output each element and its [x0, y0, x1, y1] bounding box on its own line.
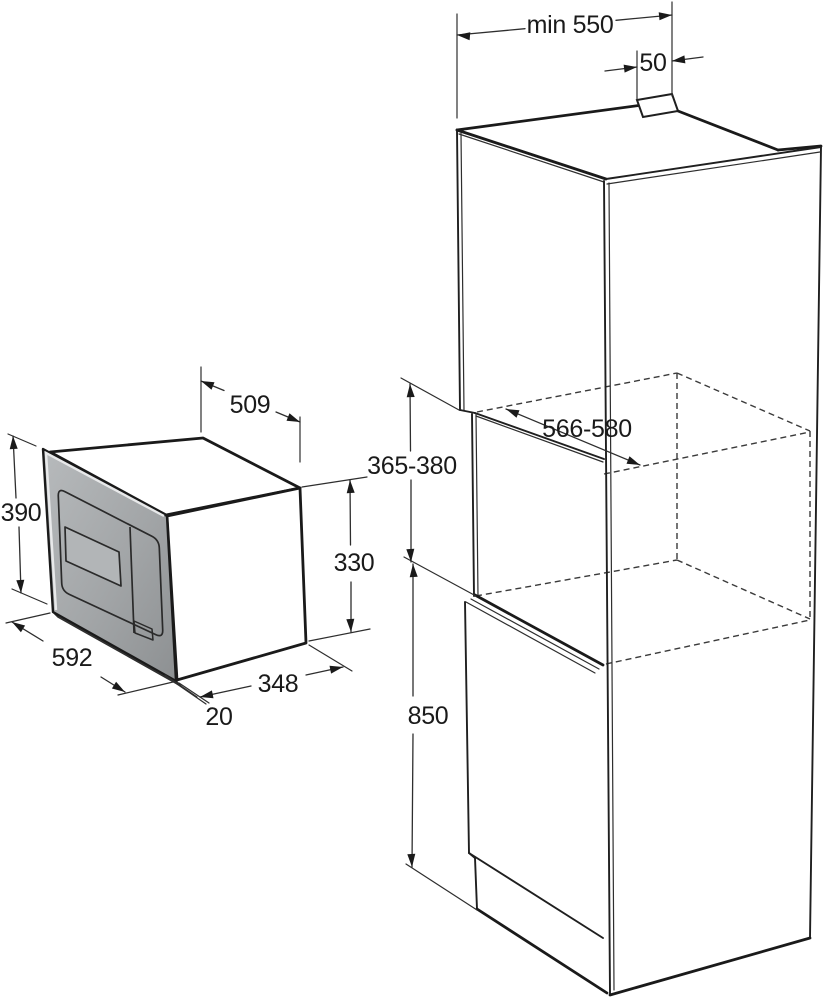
dim-label-body-depth: 348: [258, 670, 299, 698]
dimension-850: 850: [405, 563, 478, 911]
dim-label-frame-height: 390: [1, 499, 42, 527]
dim-label-niche-floor-height: 850: [408, 702, 449, 730]
dimension-50: 50: [604, 49, 704, 100]
dim-label-back-clearance: 50: [639, 49, 666, 77]
door-chamfer-highlight: [44, 450, 165, 611]
niche-shelf-front-edge: [473, 593, 605, 667]
dim-label-body-height: 330: [334, 549, 375, 577]
door-inner-frame: [57, 489, 164, 637]
lower-door-bottom-edge: [468, 852, 604, 939]
cabinet-top-left-edge: [455, 99, 674, 132]
niche-top-step: [459, 409, 476, 414]
dim-label-min-depth: min 550: [527, 11, 614, 39]
dimension-365-380: 365-380: [367, 377, 477, 597]
niche-top-front-edge: [474, 412, 605, 460]
cabinet-side-top-edge: [605, 146, 822, 180]
cabinet-front-left-edge: [456, 129, 461, 411]
dimension-509: 509: [200, 366, 301, 463]
dimension-566-580: 566-580: [505, 408, 641, 466]
niche-left-edge: [471, 413, 475, 597]
control-button: [133, 620, 154, 641]
cabinet-back-panel-lip: [635, 92, 680, 119]
dim-label-frame-thickness: 20: [205, 703, 232, 731]
door-display-window: [64, 526, 122, 587]
cabinet-top-front-edge: [455, 128, 608, 181]
cabinet-front-right-edge: [603, 180, 611, 995]
dimension-20: 20: [164, 674, 233, 731]
niche-dashed-box: [475, 372, 811, 665]
cabinet-drawing: [455, 92, 823, 997]
microwave-side-face: [165, 486, 308, 682]
dimension-330: 330: [301, 476, 375, 642]
dimension-390: 390: [1, 433, 48, 605]
cabinet-top-back-edge: [676, 109, 780, 152]
dim-label-body-width: 509: [230, 391, 271, 419]
dimension-348: 348: [178, 644, 353, 704]
dimension-592: 592: [5, 612, 174, 696]
dim-label-niche-width: 566-580: [542, 415, 632, 443]
cabinet-back-right-edge: [809, 146, 822, 939]
dim-label-frame-width: 592: [52, 644, 93, 672]
cabinet-bottom-front-edge: [475, 907, 609, 995]
dim-label-niche-height: 365-380: [367, 452, 457, 480]
plinth-left-edge: [474, 857, 478, 910]
microwave-drawing: [41, 436, 308, 687]
control-strip-divider: [129, 526, 135, 634]
cabinet-lower-left-edge: [464, 601, 470, 854]
cabinet-bottom-side-edge: [608, 936, 812, 997]
dimension-min-550: min 550: [456, 1, 673, 119]
